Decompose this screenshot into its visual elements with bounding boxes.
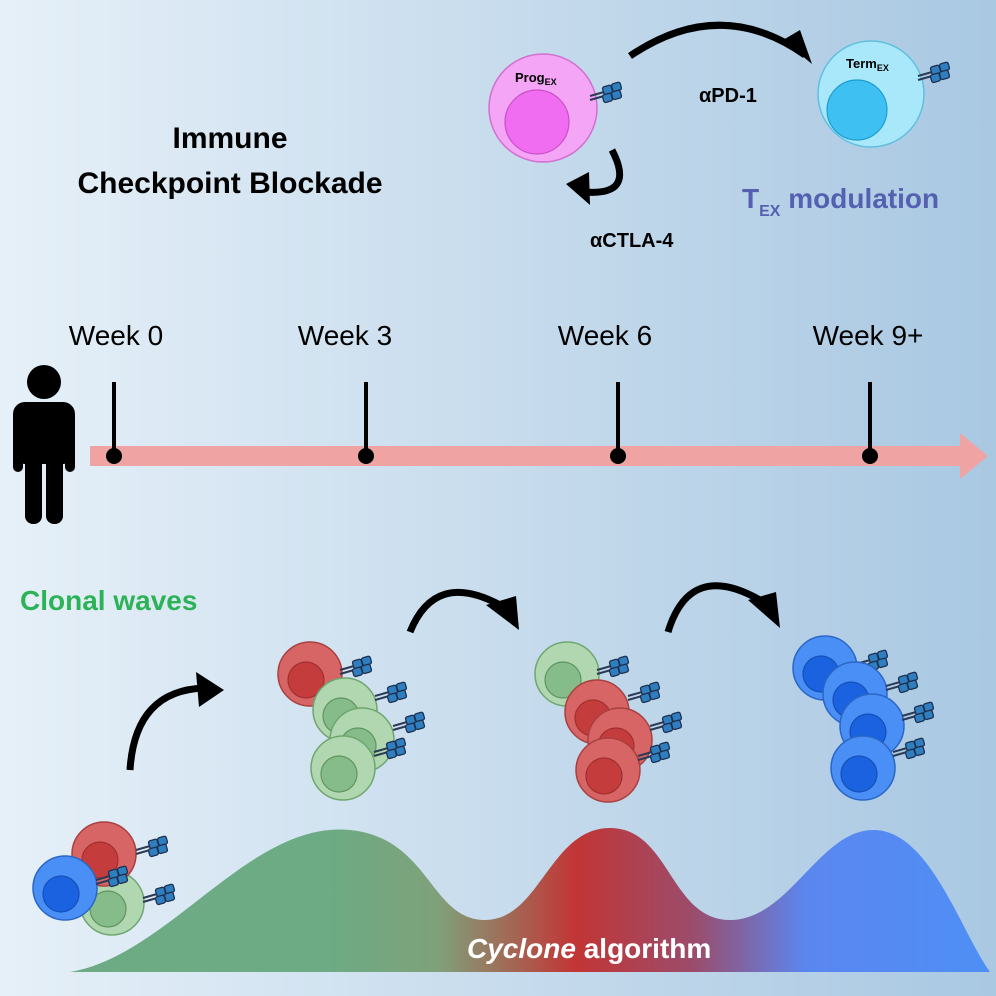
apd1-arrow-head (783, 30, 812, 64)
wave-arrow-1-head (196, 672, 224, 707)
week-3-tick (358, 382, 374, 464)
clone-cell-blue (830, 735, 896, 801)
week-0-label: Week 0 (69, 320, 163, 351)
week-0-tick (106, 382, 122, 464)
clonal-wave-curve (70, 828, 990, 972)
wave-arrow-3-head (748, 592, 780, 628)
wave-arrow-1 (126, 684, 206, 771)
week-3-label: Week 3 (298, 320, 392, 351)
actla4-label: αCTLA-4 (590, 230, 674, 252)
week-6-label: Week 6 (558, 320, 652, 351)
title-line-1: Immune (172, 122, 287, 155)
clone-cell-green (310, 735, 376, 801)
wave-arrow-3 (664, 582, 762, 634)
wave-arrow-2 (406, 588, 502, 634)
week-9-label: Week 9+ (813, 320, 924, 351)
algorithm-label: Cyclone algorithm (467, 933, 711, 964)
wave-arrow-2-head (486, 596, 519, 630)
clonal-waves-label: Clonal waves (20, 585, 197, 616)
title-line-2: Checkpoint Blockade (77, 167, 382, 200)
term-ex-label: TermEX (846, 56, 889, 73)
clone-cell-red (575, 737, 641, 803)
clone-cell-blue (32, 855, 98, 921)
apd1-arrow (628, 21, 808, 59)
apd1-label: αPD-1 (699, 85, 757, 107)
tex-modulation-label: TEX modulation (742, 183, 939, 220)
timeline-arrow (90, 433, 988, 479)
actla4-arrow-head (566, 172, 590, 205)
prog-ex-label: ProgEX (515, 70, 557, 87)
actla4-arrow (584, 148, 624, 196)
week-9-tick (862, 382, 878, 464)
patient-person-icon (13, 365, 75, 524)
term-ex-cell: TermEX (817, 40, 951, 148)
week-6-tick (610, 382, 626, 464)
prog-ex-cell: ProgEX (488, 53, 623, 163)
